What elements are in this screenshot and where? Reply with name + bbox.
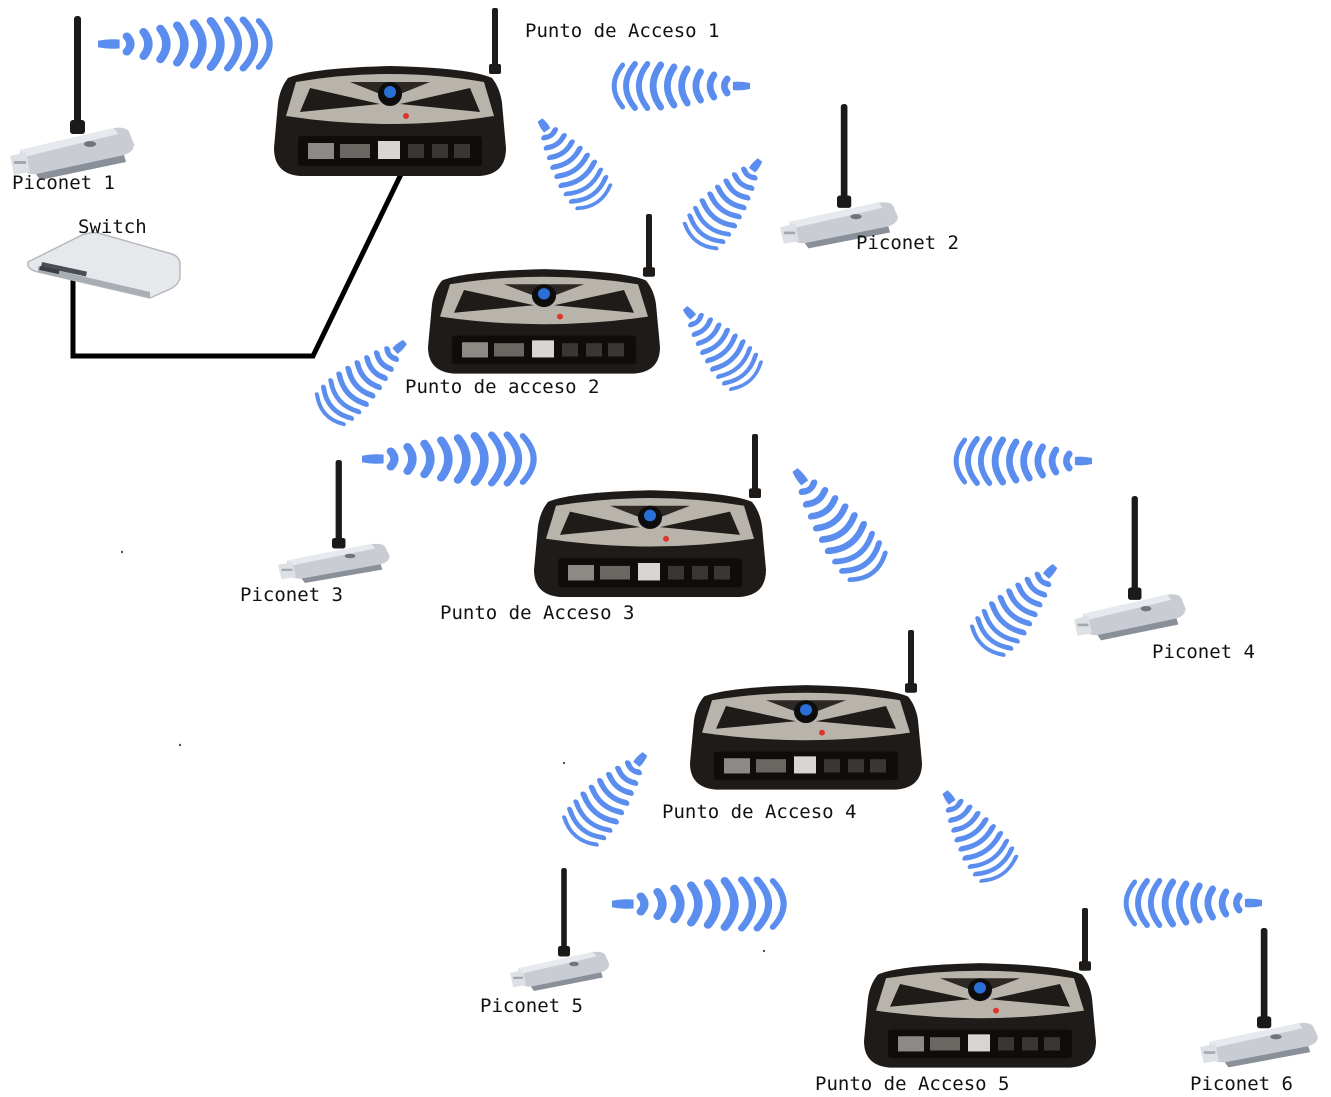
label-access-point-2: Punto de acceso 2: [405, 376, 599, 398]
piconet-6-icon: [1200, 928, 1318, 1068]
piconet-3-icon: [278, 460, 390, 583]
signal-wave-icon: [612, 880, 784, 928]
label-piconet-6: Piconet 6: [1190, 1073, 1293, 1095]
signal-wave-icon: [559, 740, 662, 850]
access-point-5-icon: [864, 908, 1096, 1068]
label-switch: Switch: [78, 216, 147, 238]
access-point-1-icon: [274, 8, 506, 176]
speck: [120, 550, 124, 554]
label-access-point-5: Punto de Acceso 5: [815, 1073, 1009, 1095]
signal-waves: [98, 20, 1262, 928]
label-piconet-4: Piconet 4: [1152, 641, 1255, 663]
speck: [762, 949, 766, 953]
access-point-4-icon: [690, 630, 922, 790]
signal-wave-icon: [1126, 881, 1262, 925]
label-access-point-4: Punto de Acceso 4: [662, 801, 856, 823]
ethernet-cable: [70, 164, 408, 359]
signal-wave-icon: [927, 779, 1020, 886]
speck: [562, 761, 566, 765]
piconet-2-icon: [780, 104, 898, 249]
signal-wave-icon: [523, 108, 615, 214]
label-piconet-2: Piconet 2: [856, 232, 959, 254]
signal-wave-icon: [777, 456, 891, 587]
switch-device: [27, 232, 181, 299]
speck: [178, 743, 182, 747]
label-access-point-1: Punto de Acceso 1: [525, 20, 719, 42]
signal-wave-icon: [362, 435, 534, 483]
signal-wave-icon: [98, 20, 270, 68]
signal-wave-icon: [956, 439, 1092, 483]
signal-wave-icon: [967, 551, 1071, 660]
label-piconet-3: Piconet 3: [240, 584, 343, 606]
access-point-2-icon: [428, 214, 660, 374]
label-piconet-1: Piconet 1: [12, 172, 115, 194]
label-access-point-3: Punto de Acceso 3: [440, 602, 634, 624]
piconet-5-icon: [510, 868, 610, 991]
access-point-3-icon: [534, 434, 766, 597]
signal-wave-icon: [614, 64, 750, 108]
label-piconet-5: Piconet 5: [480, 995, 583, 1017]
signal-wave-icon: [311, 326, 419, 429]
piconet-4-icon: [1074, 496, 1186, 641]
signal-wave-icon: [669, 294, 765, 394]
signal-wave-icon: [680, 147, 776, 254]
